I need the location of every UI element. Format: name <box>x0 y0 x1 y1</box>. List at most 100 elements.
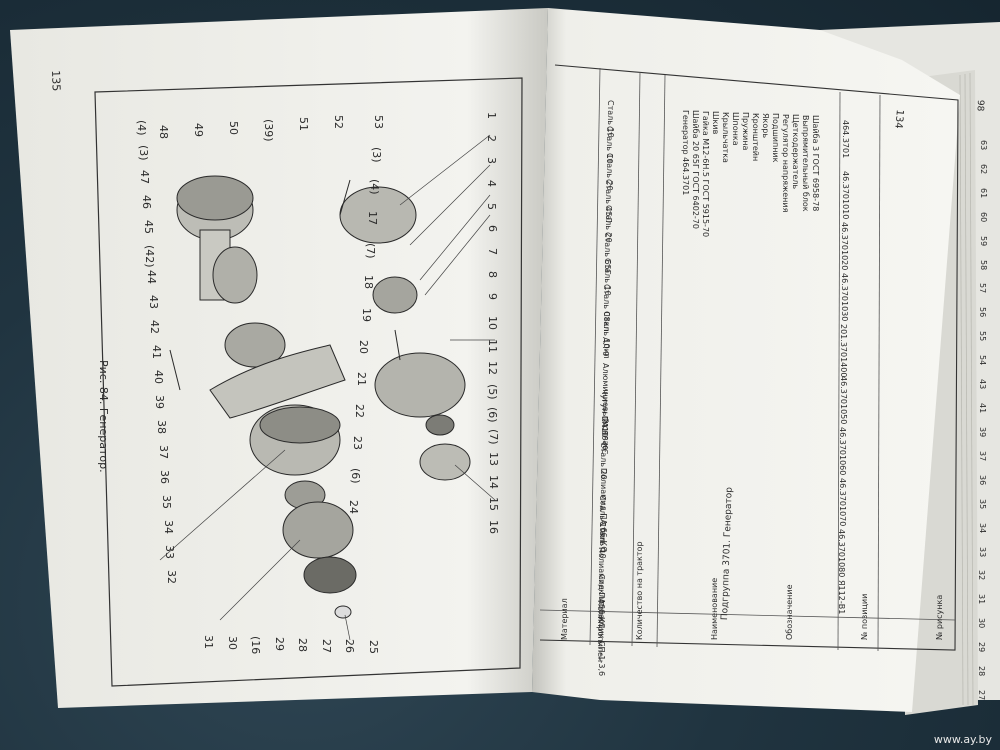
callout-number: 39 <box>153 395 167 409</box>
callout-number: 17 <box>365 211 379 226</box>
table-header: Количество на трактор <box>635 541 644 640</box>
figure-caption: Рис. 84. Генератор. <box>97 360 110 473</box>
callout-number: (3) <box>369 147 383 163</box>
back-page-number-cell: 35 <box>977 498 987 509</box>
back-page-number-cell: 61 <box>978 187 988 198</box>
callout-number: 13 <box>486 452 500 466</box>
callout-number: (6) <box>486 406 500 423</box>
callout-number: (6) <box>349 467 363 484</box>
callout-number: 25 <box>367 640 380 654</box>
name-cell: Регулятор напряжения <box>781 113 790 213</box>
name-cell: Подшипник <box>771 113 780 163</box>
name-cell: Шкив <box>711 111 720 135</box>
back-page-number-cell: 27 <box>977 690 986 701</box>
callout-number: 38 <box>155 420 168 434</box>
back-page-number-cell: 55 <box>978 331 988 342</box>
table-header: Обозначение <box>785 584 794 640</box>
back-page-number-cell: 54 <box>978 355 988 366</box>
back-page-number-cell: 31 <box>977 594 987 605</box>
name-cell: Гайка М12-6Н.5 ГОСТ 5915-70 <box>701 110 710 237</box>
back-page-number-cell: 30 <box>977 618 987 629</box>
callout-number: 35 <box>160 495 173 509</box>
back-page-number-cell: 59 <box>978 235 988 246</box>
callout-number: 53 <box>372 115 385 129</box>
generator-exploded-diagram <box>169 175 471 619</box>
back-page-number-cell: 57 <box>978 283 988 294</box>
callout-number: 12 <box>486 361 500 376</box>
callout-number: 16 <box>487 520 500 534</box>
callout-number: 44 <box>145 270 158 284</box>
callout-number: 49 <box>192 123 205 137</box>
callout-number: (4) <box>135 120 148 136</box>
name-cell: Шпонка <box>731 111 740 146</box>
callout-number: 27 <box>319 638 333 653</box>
callout-number: 10 <box>486 316 499 330</box>
callout-number: 15 <box>486 497 500 512</box>
callout-number: 31 <box>202 635 215 649</box>
back-page-number-cell: 28 <box>977 666 987 677</box>
callout-number: 9 <box>485 293 499 301</box>
callout-number: 6 <box>485 225 499 233</box>
table-header: Наименование <box>710 577 719 640</box>
back-page-number-cell: 43 <box>978 379 988 390</box>
back-page-number-cell: 56 <box>978 307 988 318</box>
name-cell: Выпрямительный блок <box>801 114 810 212</box>
code-cell: Я112-В1 <box>837 580 846 615</box>
back-page-number-cell: 37 <box>977 450 987 462</box>
callout-number: 33 <box>163 545 177 559</box>
callout-number: 40 <box>151 370 165 384</box>
callout-number: 7 <box>485 248 499 255</box>
callout-number: 30 <box>225 635 239 650</box>
callout-number: 52 <box>332 115 345 129</box>
callout-number: 32 <box>165 570 178 584</box>
material-cell: Полипропилен <box>596 600 605 663</box>
callout-number: 22 <box>353 403 367 418</box>
callout-number: 4 <box>485 180 499 187</box>
code-cell: 464.3701 <box>841 120 850 159</box>
callout-number: 29 <box>272 637 286 652</box>
name-cell: Крыльчатка <box>721 111 730 163</box>
callout-number: 8 <box>485 270 499 278</box>
right-page-number: 134 <box>892 109 905 130</box>
name-cell: Шайба 20 65Г ГОСТ 6402-70 <box>691 110 700 230</box>
callout-number: 48 <box>157 125 170 139</box>
watermark: www.ay.by <box>933 733 992 746</box>
code-cell: 46.3701050 <box>838 375 848 424</box>
code-cell: 46.3701060 <box>838 426 848 476</box>
back-page-number-cell: 63 <box>979 140 988 151</box>
back-page-number-cell: 29 <box>977 642 987 653</box>
back-page-number-cell: 60 <box>978 211 988 222</box>
callout-number: 5 <box>485 202 499 210</box>
callout-number: 3 <box>485 157 499 165</box>
back-page-number-cell: 62 <box>978 163 988 175</box>
right-page <box>532 8 960 712</box>
callout-number: 50 <box>227 121 240 135</box>
name-cell: Щеткодержатель <box>791 114 800 190</box>
callout-number: 24 <box>347 500 360 514</box>
callout-number: (39) <box>262 119 275 142</box>
callout-number: 14 <box>486 474 500 489</box>
callout-number: 36 <box>158 470 172 484</box>
name-cell: Генератор 464.3701 <box>681 110 690 196</box>
name-cell: Якорь <box>761 113 770 139</box>
back-page-number-cell: 58 <box>978 259 988 270</box>
callout-number: 47 <box>138 170 152 184</box>
callout-number: (7) <box>486 429 500 445</box>
name-cell: Шайба 3 ГОСТ 6958-78 <box>811 115 820 212</box>
leader-lines <box>159 134 496 641</box>
callout-number: 19 <box>359 307 373 322</box>
back-page-number-cell: 39 <box>977 426 987 438</box>
callout-number: 20 <box>357 339 371 354</box>
back-page-number: 98 <box>974 99 985 112</box>
callout-number: (5) <box>486 384 500 400</box>
material-cell: АЛ-9 <box>601 336 611 357</box>
back-page-number-cell: 34 <box>977 522 987 533</box>
back-page-number-cell: 33 <box>977 546 987 557</box>
name-cell: Пружина <box>741 112 750 151</box>
left-page-number: 135 <box>49 70 63 92</box>
table-header: № позиции <box>860 593 869 640</box>
callout-number: 1 <box>485 112 498 119</box>
code-cell: 46.3701030 <box>839 273 849 322</box>
